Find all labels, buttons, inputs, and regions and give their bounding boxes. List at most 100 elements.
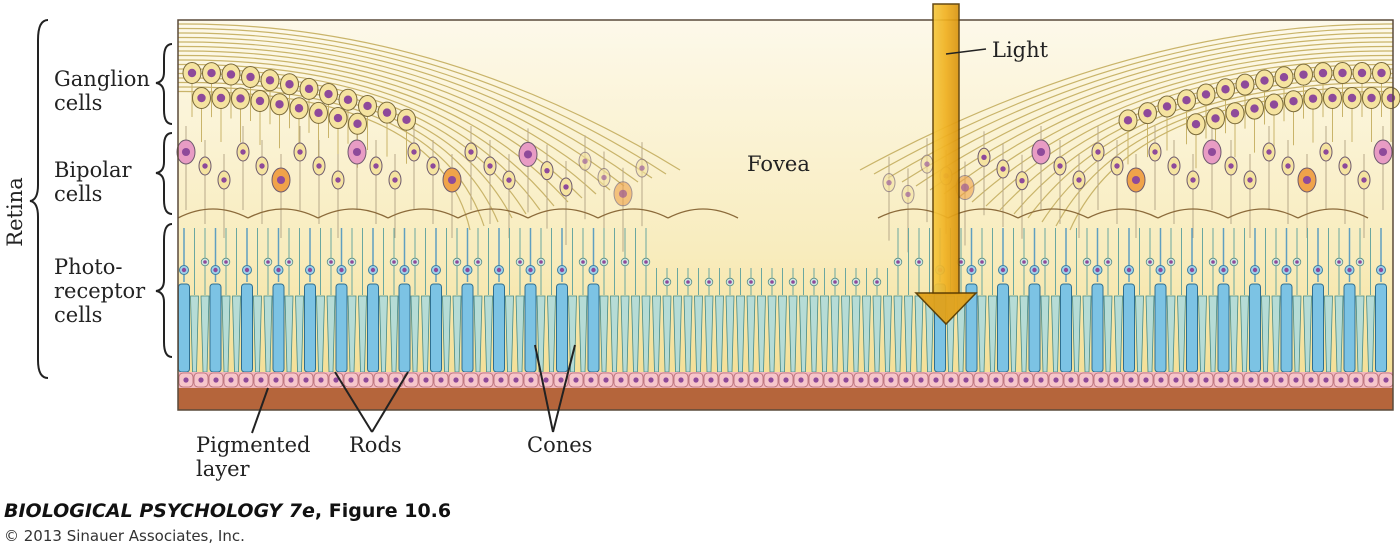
rod-outer-segment: [493, 283, 505, 373]
pigment-nucleus: [333, 377, 339, 383]
ganglion-nucleus: [1308, 94, 1318, 103]
pigment-nucleus: [603, 377, 609, 383]
cone-nucleus: [896, 260, 900, 264]
rod-outer-segment: [335, 283, 348, 373]
figure-number: , Figure 10.6: [314, 500, 452, 522]
pigment-nucleus: [948, 377, 954, 383]
cone-nucleus: [665, 280, 669, 284]
ganglion-nucleus: [275, 100, 284, 109]
rod-outer-segment: [524, 283, 537, 373]
pigment-nucleus: [663, 377, 669, 383]
rod-outer-segment: [1123, 283, 1135, 373]
bipolar-nucleus: [1228, 163, 1234, 169]
bipolar-nucleus: [373, 163, 379, 169]
bipolar-nucleus: [468, 149, 474, 155]
rod-nucleus: [1000, 267, 1006, 273]
rod-outer-segment: [461, 283, 474, 373]
bipolar-label-line1: Bipolar: [54, 158, 132, 182]
photo-label-line1: Photo-: [54, 255, 122, 279]
cone-nucleus: [1295, 260, 1299, 264]
bipolar-nucleus: [392, 177, 398, 183]
ganglion-nucleus: [402, 115, 411, 124]
horizontal-fiber: [1157, 208, 1229, 219]
bipolar-nucleus: [181, 147, 191, 157]
bipolar-nucleus: [1036, 147, 1046, 157]
cone-nucleus: [518, 260, 522, 264]
ganglion-nucleus: [1289, 96, 1298, 106]
bipolar-nucleus: [221, 177, 227, 183]
pigment-nucleus: [498, 377, 504, 383]
axon: [177, 32, 653, 179]
cone-nucleus: [854, 280, 858, 284]
bipolar-nucleus: [544, 167, 550, 174]
ganglion-label-line1: Ganglion: [54, 67, 150, 91]
axon: [901, 36, 1394, 183]
rod-nucleus: [244, 267, 250, 273]
bipolar-nucleus: [1207, 147, 1217, 157]
pigment-nucleus: [438, 377, 444, 383]
cone-nucleus: [1022, 260, 1026, 264]
pigment-nucleus: [1233, 377, 1239, 383]
rod-nucleus: [1221, 267, 1226, 273]
ganglion-nucleus: [1269, 100, 1279, 109]
pigmented-label-line2: layer: [196, 457, 251, 481]
bipolar-nucleus: [202, 163, 208, 169]
pigment-nucleus: [468, 377, 474, 383]
bipolar-nucleus: [601, 174, 607, 181]
bipolar-nucleus: [1152, 149, 1158, 155]
axon: [957, 54, 1394, 199]
pigment-nucleus: [1023, 377, 1029, 383]
cone-nucleus: [392, 260, 396, 264]
ganglion-nucleus: [1386, 93, 1396, 103]
ganglion-nucleus: [1328, 93, 1337, 103]
pigment-nucleus: [1383, 377, 1389, 383]
ganglion-nucleus: [236, 94, 245, 103]
ganglion-nucleus: [343, 95, 353, 104]
panel-border: [177, 19, 1394, 411]
pigment-nucleus: [963, 377, 969, 383]
rod-nucleus: [969, 267, 974, 273]
pigment-nucleus: [1308, 377, 1314, 383]
rod-outer-segment: [997, 283, 1009, 373]
ganglion-nucleus: [1191, 120, 1201, 129]
ganglion-nucleus: [1230, 109, 1240, 118]
pigment-nucleus: [1128, 377, 1134, 383]
rod-nucleus: [213, 267, 218, 273]
bipolar-nucleus: [1378, 147, 1388, 157]
bipolar-nucleus: [1114, 163, 1120, 169]
cone-nucleus: [686, 280, 690, 284]
photo-label-line2: receptor: [54, 279, 146, 303]
bipolar-nucleus: [960, 183, 970, 192]
pigment-nucleus: [303, 377, 309, 383]
ganglion-nucleus: [1162, 102, 1172, 111]
bipolar-nucleus: [276, 175, 286, 185]
axon: [177, 23, 681, 171]
bipolar-nucleus: [430, 163, 436, 169]
pigment-nucleus: [633, 377, 639, 383]
bipolar-bracket: [155, 132, 173, 215]
cone-nucleus: [581, 260, 585, 264]
cone-nucleus: [1106, 260, 1110, 264]
rod-outer-segment: [367, 283, 379, 373]
bipolar-nucleus: [563, 184, 569, 190]
rod-nucleus: [1126, 267, 1132, 273]
bipolar-nucleus: [447, 175, 457, 185]
rod-outer-segment: [1154, 283, 1167, 373]
ganglion-nucleus: [207, 68, 216, 78]
bipolar-nucleus: [297, 149, 303, 155]
photoreceptor-layer: [178, 228, 1387, 373]
pigment-nucleus: [618, 377, 624, 383]
ganglion-nucleus: [285, 80, 294, 89]
cone-nucleus: [1232, 260, 1236, 264]
rod-outer-segment: [1091, 283, 1104, 373]
bipolar-nucleus: [240, 149, 246, 155]
pigment-nucleus: [933, 377, 939, 383]
rod-nucleus: [1158, 267, 1163, 273]
ganglion-nucleus: [363, 101, 372, 111]
rod-nucleus: [591, 267, 596, 273]
pigment-nucleus: [1098, 377, 1104, 383]
bipolar-nucleus: [981, 154, 987, 160]
ganglion-nucleus: [1357, 68, 1367, 78]
cone-nucleus: [1148, 260, 1152, 264]
bipolar-nucleus: [618, 189, 628, 198]
